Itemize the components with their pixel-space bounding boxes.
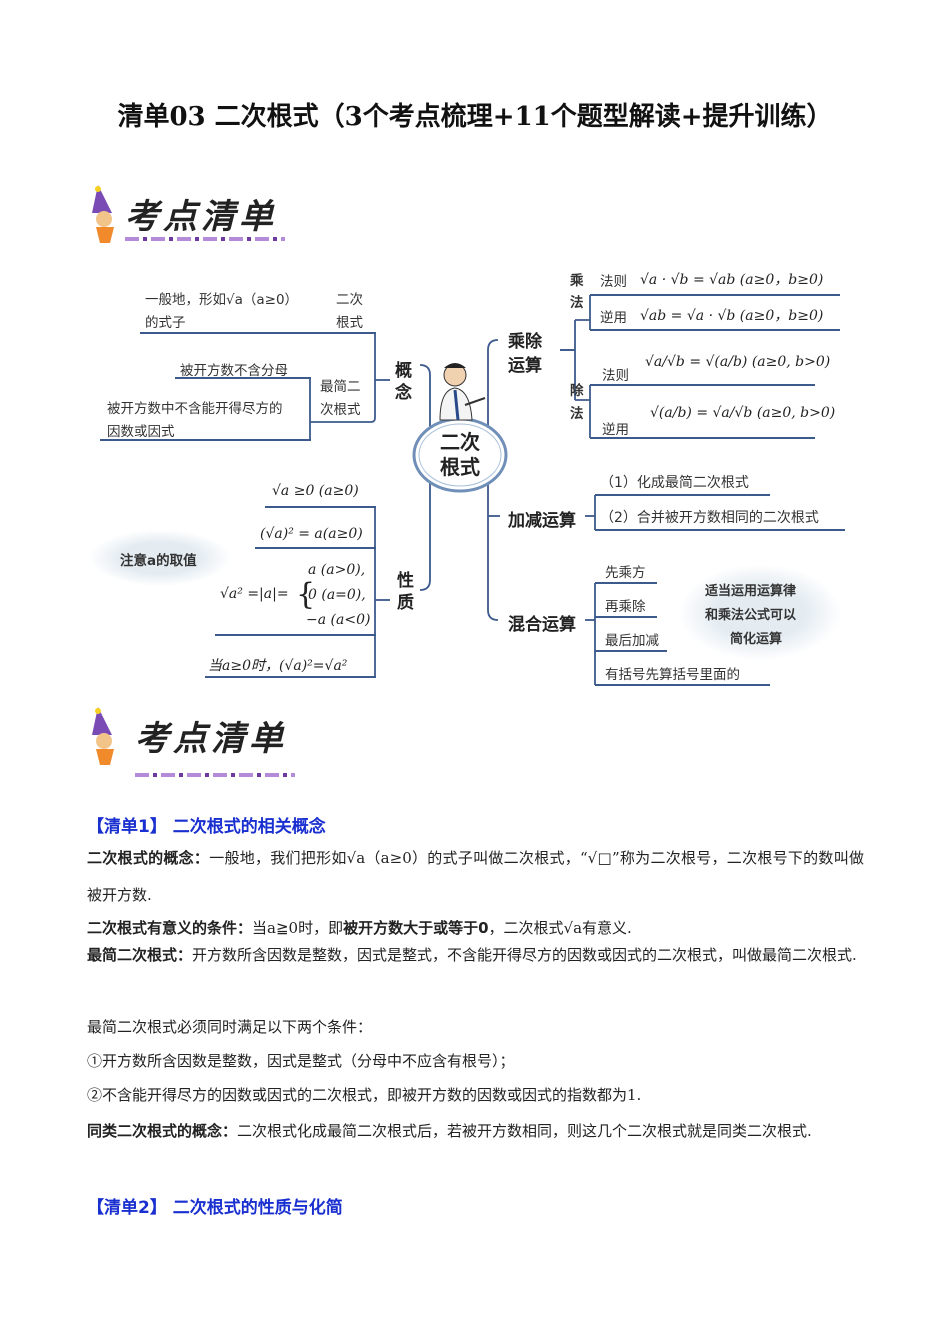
property-2: (√a)² = a(a≥0) (260, 526, 363, 542)
paragraph-condition-1: ①开方数所含因数是整数，因式是整式（分母中不应含有根号）； (87, 1052, 515, 1070)
simplest-label: 次根式 (320, 402, 361, 418)
mixed-node: 混合运算 (508, 615, 576, 635)
paragraph-conditions-intro: 最简二次根式必须同时满足以下两个条件： (87, 1018, 373, 1036)
center-node: 二次根式 (440, 430, 480, 479)
mind-map-connectors (309, 295, 596, 685)
definition-label: 二次 (336, 292, 363, 308)
property-case: 0 (a=0), (308, 587, 366, 603)
tip-text: 适当运用运算律 (705, 584, 797, 599)
note-cloud (90, 530, 230, 586)
definition-text: 的式子 (145, 315, 186, 331)
property-3: √a² =|a|= (220, 586, 289, 602)
mixed-step: 有括号先算括号里面的 (605, 667, 740, 683)
teacher-figure-icon (439, 363, 486, 421)
mixed-step: 先乘方 (605, 565, 646, 581)
addsub-step: （1）化成最简二次根式 (600, 475, 749, 491)
simplest-condition: 因数或因式 (107, 424, 175, 440)
paragraph-condition-2: ②不含能开得尽方的因数或因式的二次根式，即被开方数的因数或因式的指数都为1. (87, 1086, 642, 1104)
div-rule-formula: √a/√b = √(a/b) (a≥0, b>0) (645, 354, 831, 370)
property-1: √a ≥0 (a≥0) (272, 483, 359, 499)
mul-rule-formula: √a · √b = √ab (a≥0，b≥0) (640, 272, 824, 288)
simplest-label: 最简二 (320, 379, 361, 395)
mixed-step: 最后加减 (605, 633, 659, 649)
paragraph-similar: 同类二次根式的概念：二次根式化成最简二次根式后，若被开方数相同，则这几个二次根式… (87, 1122, 812, 1140)
tip-text: 简化运算 (730, 632, 783, 647)
tip-cloud (680, 565, 840, 660)
div-label: 除法 (570, 383, 584, 422)
inverse-label: 逆用 (602, 422, 629, 438)
mul-inverse-formula: √ab = √a · √b (a≥0，b≥0) (640, 308, 824, 324)
banner-underline (125, 237, 285, 241)
wizard-icon (92, 185, 114, 243)
brace-icon: { (296, 577, 316, 612)
page-title: 清单03 二次根式（3个考点梳理+11个题型解读+提升训练） (117, 102, 833, 132)
simplest-condition: 被开方数中不含能开得尽方的 (107, 401, 283, 417)
paragraph-definition: 二次根式的概念：一般地，我们把形如√a（a≥0）的式子叫做二次根式，“√□”称为… (87, 849, 864, 904)
section-banner: 考点清单 (90, 705, 295, 777)
inverse-label: 逆用 (600, 310, 627, 326)
definition-text: 一般地，形如√a（a≥0） (145, 292, 299, 308)
section-heading: 【清单2】 二次根式的性质与化简 (87, 1198, 343, 1218)
paragraph-simplest: 最简二次根式：开方数所含因数是整数，因式是整式，不含能开得尽方的因数或因式的二次… (87, 946, 857, 964)
rule-label: 法则 (602, 368, 629, 384)
rule-label: 法则 (600, 274, 627, 290)
section-heading: 【清单1】 二次根式的相关概念 (87, 817, 326, 837)
addsub-step: （2）合并被开方数相同的二次根式 (600, 510, 819, 526)
property-case: −a (a<0) (306, 612, 371, 628)
property-node: 性质 (397, 571, 414, 613)
property-case: a (a>0), (308, 562, 366, 578)
mul-label: 乘法 (570, 273, 584, 311)
mixed-step: 再乘除 (605, 599, 646, 615)
property-4: 当a≥0时，(√a)²=√a² (208, 658, 348, 674)
muldiv-node: 乘除运算 (508, 332, 542, 376)
addsub-node: 加减运算 (508, 511, 576, 531)
paragraph-condition: 二次根式有意义的条件：当a≧0时，即被开方数大于或等于0，二次根式√a有意义. (87, 919, 632, 937)
banner-underline (135, 773, 295, 777)
tip-text: 和乘法公式可以 (705, 608, 797, 623)
simplest-condition: 被开方数不含分母 (180, 363, 288, 379)
div-inverse-formula: √(a/b) = √a/√b (a≥0, b>0) (650, 405, 836, 421)
section-banner: 考点清单 (90, 183, 290, 248)
definition-label: 根式 (336, 315, 363, 331)
concept-node: 概念 (395, 361, 412, 403)
note-text: 注意a的取值 (120, 553, 197, 569)
wizard-icon (92, 707, 114, 765)
